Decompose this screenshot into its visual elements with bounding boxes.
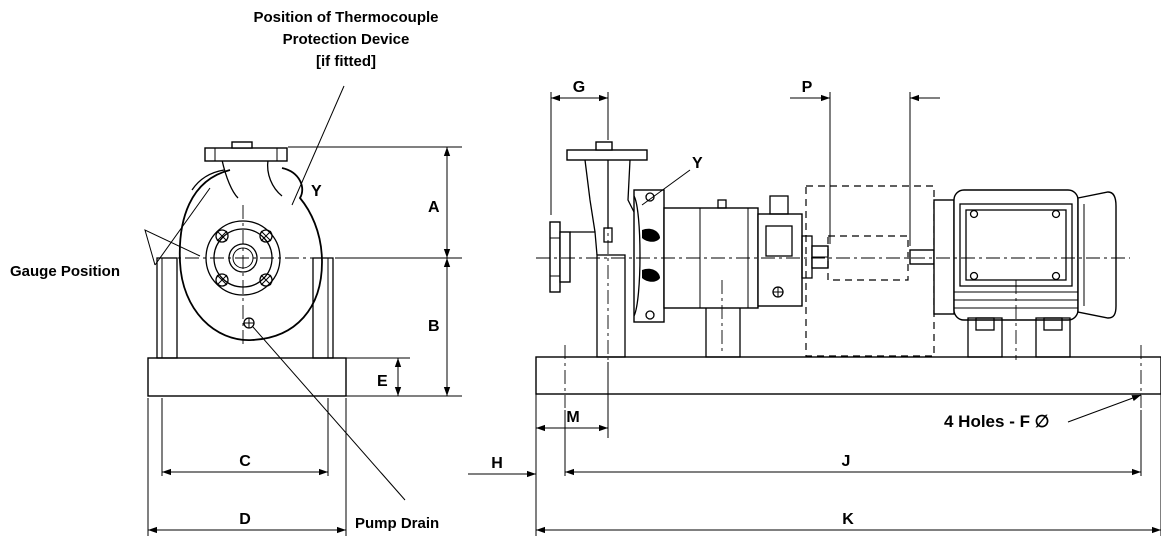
coupling-guard [805,185,935,357]
gauge-leader-1 [154,187,211,266]
dimension-label-k: K [842,511,854,528]
holes-leader [1067,394,1142,423]
side-discharge-flange [566,149,648,161]
y-side-leader [641,169,691,206]
y-label-end-view: Y [311,183,322,200]
thermocouple-label-line-3: [if fitted] [316,53,376,70]
dimension-label-a: A [428,199,440,216]
discharge-flange [204,147,288,162]
side-view [468,92,1161,536]
drain-leader [252,326,406,501]
flange-bolts [215,229,273,287]
gauge-position-label: Gauge Position [10,263,120,280]
dimension-label-p: P [802,79,813,96]
end-view-pedestal-left [156,257,178,359]
holes-label: 4 Holes - F ∅ [944,412,1050,431]
side-suction-flange [549,221,561,293]
dimension-label-g: G [573,79,585,96]
dimension-label-m: M [566,409,579,426]
motor-shaft-end [909,249,935,265]
thermocouple-leader [291,85,345,206]
dimension-label-e: E [377,373,388,390]
coupling [827,235,909,281]
end-view-pedestal-right [312,257,334,359]
pump-drain-label: Pump Drain [355,515,439,532]
dimension-label-h: H [491,455,503,472]
thermocouple-label-line-1: Position of Thermocouple [253,9,438,26]
dimension-label-b: B [428,318,440,335]
oil-fill-cap [769,195,789,215]
end-view [144,85,462,536]
y-label-side-view: Y [692,155,703,172]
casing-cover [633,189,665,323]
end-view-baseplate [147,357,347,397]
gauge-leader-2 [144,229,201,266]
dimension-label-d: D [239,511,251,528]
thermocouple-label-line-2: Protection Device [283,31,410,48]
volute-casing [178,167,323,341]
casing-foot [596,254,626,358]
dimension-label-c: C [239,453,251,470]
motor [933,189,1117,358]
side-view-baseplate [535,356,1161,395]
dimension-label-j: J [842,453,851,470]
